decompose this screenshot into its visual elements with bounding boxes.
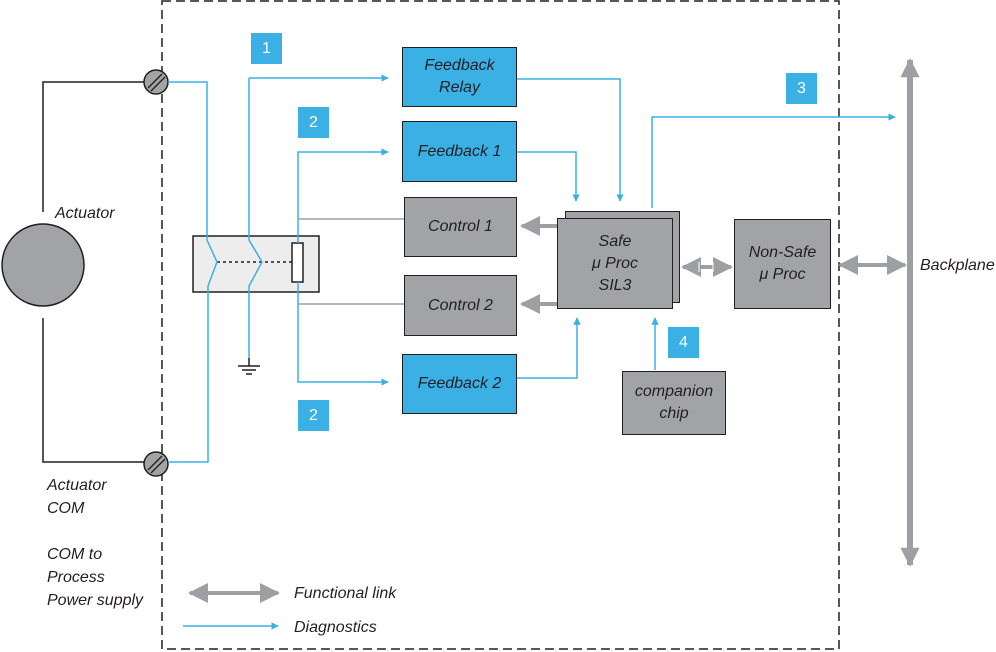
diagnostic-wiring bbox=[168, 74, 896, 463]
feedback-relay-block: Feedback Relay bbox=[402, 47, 517, 107]
marker-3: 3 bbox=[786, 73, 817, 104]
com-to-process-label: COM to Process Power supply bbox=[47, 546, 144, 609]
actuator-com-label: Actuator COM bbox=[47, 477, 107, 517]
marker-2-top: 2 bbox=[298, 107, 329, 138]
actuator-symbol bbox=[1, 223, 85, 307]
legend-functional-label: Functional link bbox=[294, 585, 397, 602]
non-safe-proc-block: Non-Safe μ Proc bbox=[734, 219, 831, 309]
terminal-bottom bbox=[143, 451, 169, 477]
marker-4: 4 bbox=[668, 327, 699, 358]
feedback-2-block: Feedback 2 bbox=[402, 354, 517, 414]
marker-1: 1 bbox=[251, 33, 282, 64]
feedback-1-block: Feedback 1 bbox=[402, 121, 517, 182]
control-wiring bbox=[298, 218, 404, 305]
companion-chip-block: companion chip bbox=[622, 371, 726, 435]
control-2-block: Control 2 bbox=[404, 275, 517, 336]
relay-coil bbox=[291, 242, 304, 283]
module-boundary bbox=[161, 0, 840, 650]
marker-2-bottom: 2 bbox=[298, 400, 329, 431]
ground-symbol bbox=[238, 358, 260, 375]
safe-proc-block: Safe μ Proc SIL3 bbox=[557, 218, 673, 309]
functional-links bbox=[520, 58, 920, 567]
backplane-label: Backplane bbox=[920, 257, 995, 274]
control-1-block: Control 1 bbox=[404, 197, 517, 257]
terminal-top bbox=[143, 69, 169, 95]
actuator-circuit bbox=[42, 81, 154, 463]
legend-diagnostics-label: Diagnostics bbox=[294, 619, 377, 636]
actuator-label: Actuator bbox=[55, 205, 115, 222]
